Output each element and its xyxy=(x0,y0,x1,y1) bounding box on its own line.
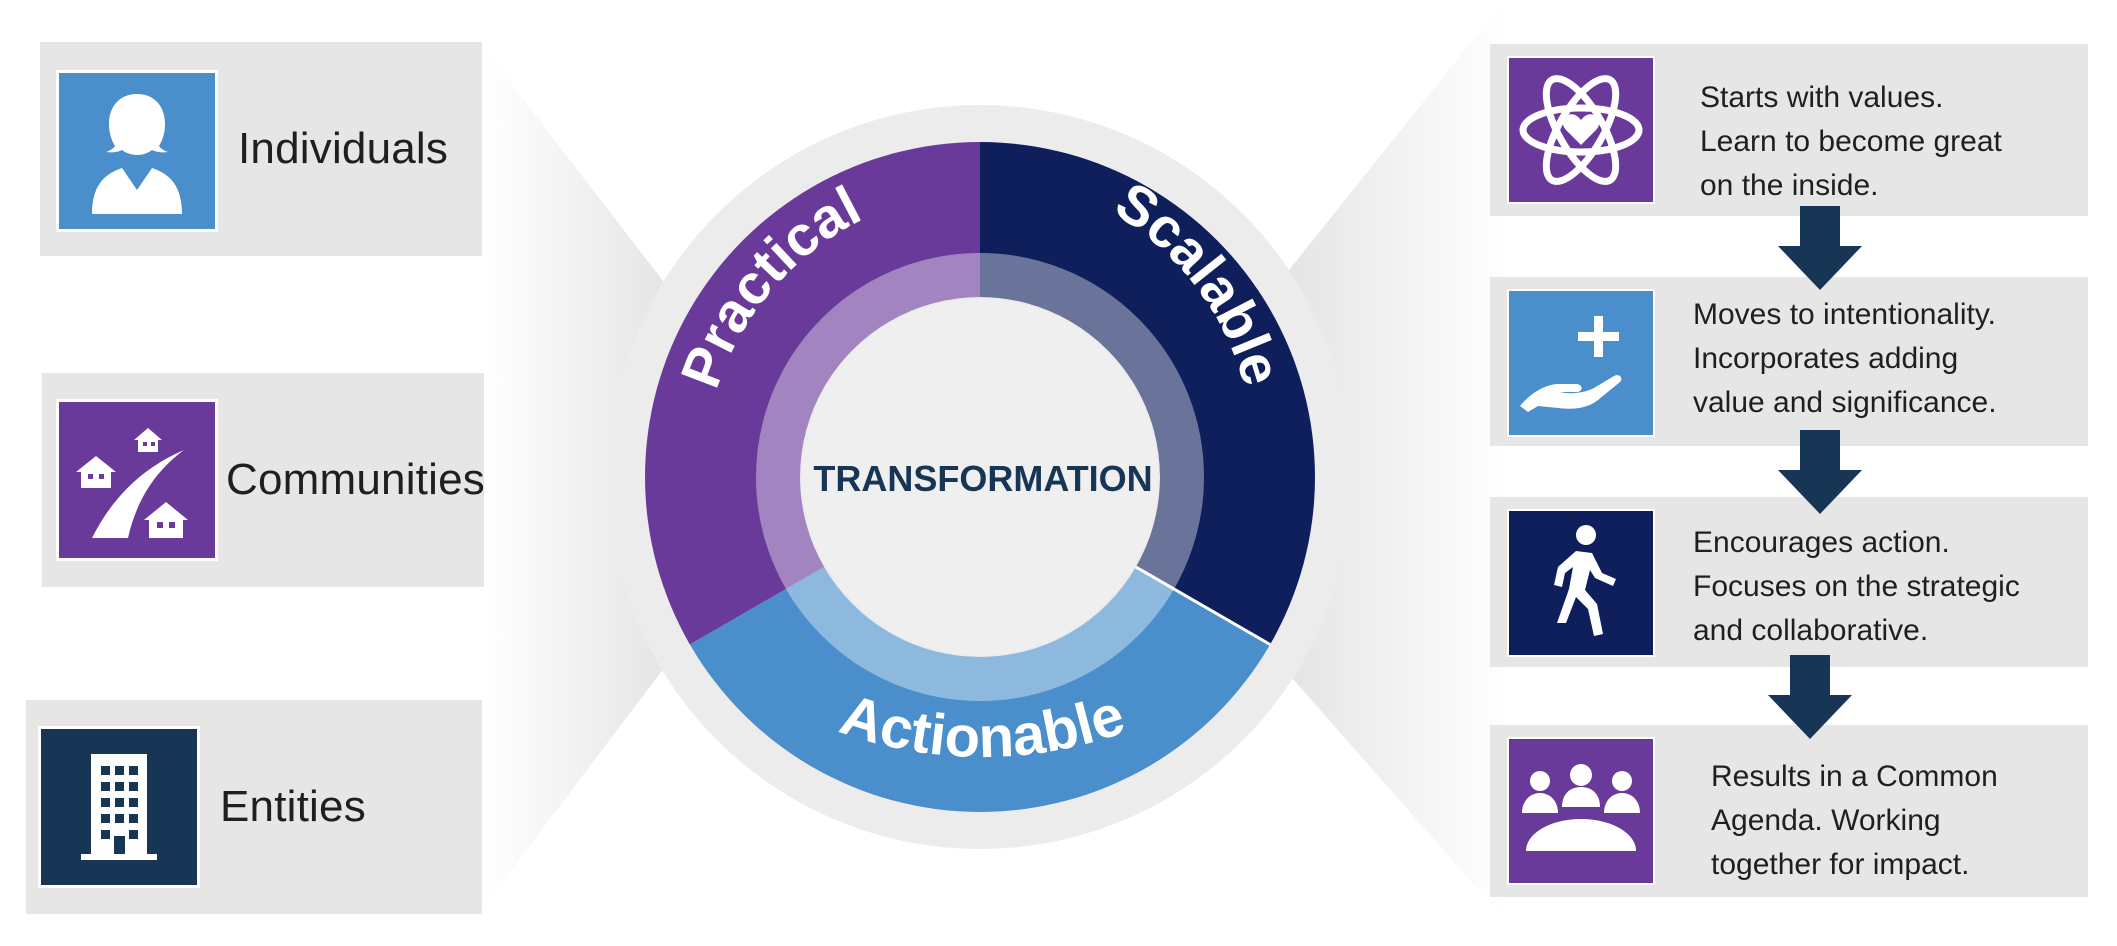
person-icon xyxy=(92,94,182,214)
hand-plus-icon xyxy=(1520,316,1622,412)
inner-translucent-ring xyxy=(756,253,1204,701)
walking-person-icon xyxy=(1554,525,1616,636)
communities-label: Communities xyxy=(226,455,485,504)
step-action: Encourages action. Focuses on the strate… xyxy=(1490,497,2088,667)
step-values-text: Starts with values. Learn to become grea… xyxy=(1700,81,2002,202)
segment-scalable xyxy=(980,142,1315,645)
step-values: Starts with values. Learn to become grea… xyxy=(1490,44,2088,216)
intentionality-tile xyxy=(1507,289,1655,437)
step-common-agenda: Results in a Common Agenda. Working toge… xyxy=(1490,725,2088,897)
atom-heart-icon xyxy=(1519,75,1643,185)
left-item-entities: Entities xyxy=(26,700,482,914)
step-intentionality: Moves to intentionality. Incorporates ad… xyxy=(1490,277,2088,446)
left-item-communities: Communities xyxy=(42,373,485,587)
group-table-icon xyxy=(1522,764,1640,851)
action-tile xyxy=(1507,509,1655,657)
common-agenda-tile xyxy=(1507,737,1655,885)
entities-tile xyxy=(38,726,200,888)
down-arrow-1 xyxy=(1778,206,1862,290)
segment-actionable xyxy=(689,567,1271,812)
segment-practical xyxy=(645,142,980,645)
left-item-individuals: Individuals xyxy=(40,42,482,256)
individuals-tile xyxy=(56,70,218,232)
step-common-agenda-text: Results in a Common Agenda. Working toge… xyxy=(1711,760,1998,881)
down-arrow-2 xyxy=(1778,430,1862,514)
houses-road-icon xyxy=(76,428,188,538)
step-action-text: Encourages action. Focuses on the strate… xyxy=(1693,526,2020,647)
center-disc xyxy=(802,299,1158,655)
step-intentionality-text: Moves to intentionality. Incorporates ad… xyxy=(1693,298,1997,419)
values-tile xyxy=(1507,56,1655,204)
center-title: TRANSFORMATION xyxy=(813,458,1152,499)
building-icon xyxy=(81,754,157,860)
entities-label: Entities xyxy=(220,782,366,831)
individuals-label: Individuals xyxy=(238,124,449,173)
down-arrow-3 xyxy=(1768,655,1852,739)
communities-tile xyxy=(56,399,218,561)
